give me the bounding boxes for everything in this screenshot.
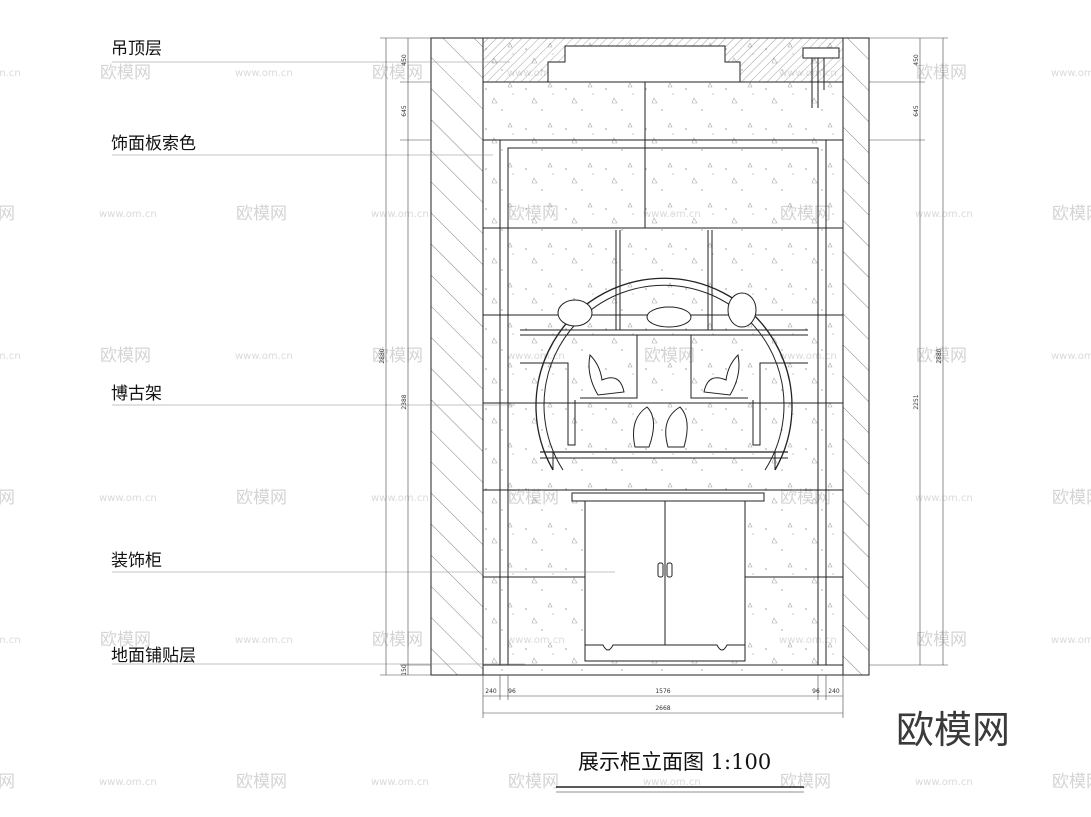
dim-bottom-center: 1576	[655, 688, 670, 695]
watermark-name: 欧模网	[100, 346, 151, 366]
watermark-name: 欧模网	[1052, 204, 1091, 224]
watermark-name: 欧模网	[0, 204, 15, 224]
label-panel: 饰面板索色	[111, 134, 196, 154]
watermark-url: www.om.cn	[1051, 635, 1091, 646]
watermark-url: www.om.cn	[0, 635, 21, 646]
watermark-url: www.om.cn	[915, 777, 973, 788]
drawing-title: 展示柜立面图 1:100	[578, 750, 771, 774]
dimension-lines	[380, 37, 948, 718]
watermark-name: 欧模网	[236, 204, 287, 224]
watermark-name: 欧模网	[916, 630, 967, 650]
moon-gate-shelf	[520, 230, 808, 471]
watermark-name: 欧模网	[236, 772, 287, 792]
dim-left-panel: 645	[401, 105, 408, 117]
leader-lines	[112, 61, 615, 665]
label-cabinet: 装饰柜	[111, 551, 162, 571]
watermark-name: 欧模网	[100, 63, 151, 83]
dim-right-total: 2880	[936, 348, 943, 363]
dim-right-panel: 645	[913, 105, 920, 117]
watermark-name: 欧模网	[236, 488, 287, 508]
watermark-name: 欧模网	[1052, 488, 1091, 508]
dim-left-ceiling: 450	[401, 54, 408, 66]
watermark-url: www.om.cn	[0, 351, 21, 362]
watermark-name: 欧模网	[0, 772, 15, 792]
dim-bottom-left-trim: 96	[508, 688, 516, 695]
brand-logo: 欧模网	[896, 708, 1010, 752]
dim-bottom-left-wall: 240	[485, 688, 497, 695]
watermark-url: www.om.cn	[99, 777, 157, 788]
dim-left-floor: 150	[401, 664, 408, 676]
watermark-name: 欧模网	[372, 346, 423, 366]
dim-right-middle: 2251	[913, 394, 920, 409]
label-shelf: 博古架	[111, 384, 162, 404]
watermark-url: www.om.cn	[235, 635, 293, 646]
watermark-url: www.om.cn	[915, 493, 973, 504]
watermark-url: www.om.cn	[99, 209, 157, 220]
watermark-url: www.om.cn	[371, 493, 429, 504]
dim-right-ceiling: 450	[913, 54, 920, 66]
watermark-url: www.om.cn	[643, 777, 701, 788]
dim-bottom-right-wall: 240	[828, 688, 840, 695]
watermark-url: www.om.cn	[371, 777, 429, 788]
dim-bottom-right-trim: 96	[812, 688, 820, 695]
watermark-name: 欧模网	[508, 772, 559, 792]
watermark-url: www.om.cn	[1051, 68, 1091, 79]
watermark-name: 欧模网	[372, 630, 423, 650]
dim-bottom-total: 2668	[655, 705, 670, 712]
watermark-name: 欧模网	[100, 630, 151, 650]
watermark-name: 欧模网	[780, 772, 831, 792]
label-ceiling: 吊顶层	[111, 39, 162, 59]
watermark-name: 欧模网	[0, 488, 15, 508]
curtain-rod-icon	[802, 47, 840, 108]
watermark-url: www.om.cn	[0, 68, 21, 79]
watermark-name: 欧模网	[372, 63, 423, 83]
watermark-url: www.om.cn	[1051, 351, 1091, 362]
watermark-url: www.om.cn	[371, 209, 429, 220]
watermark-url: www.om.cn	[915, 209, 973, 220]
watermark-name: 欧模网	[916, 346, 967, 366]
watermark-url: www.om.cn	[99, 493, 157, 504]
dim-left-middle: 2388	[401, 394, 408, 409]
watermark-url: www.om.cn	[235, 68, 293, 79]
dim-left-total: 2880	[379, 348, 386, 363]
watermark-url: www.om.cn	[235, 351, 293, 362]
decorative-cabinet	[571, 492, 765, 662]
label-floor: 地面铺贴层	[111, 646, 196, 666]
watermark-name: 欧模网	[916, 63, 967, 83]
watermark-name: 欧模网	[1052, 772, 1091, 792]
